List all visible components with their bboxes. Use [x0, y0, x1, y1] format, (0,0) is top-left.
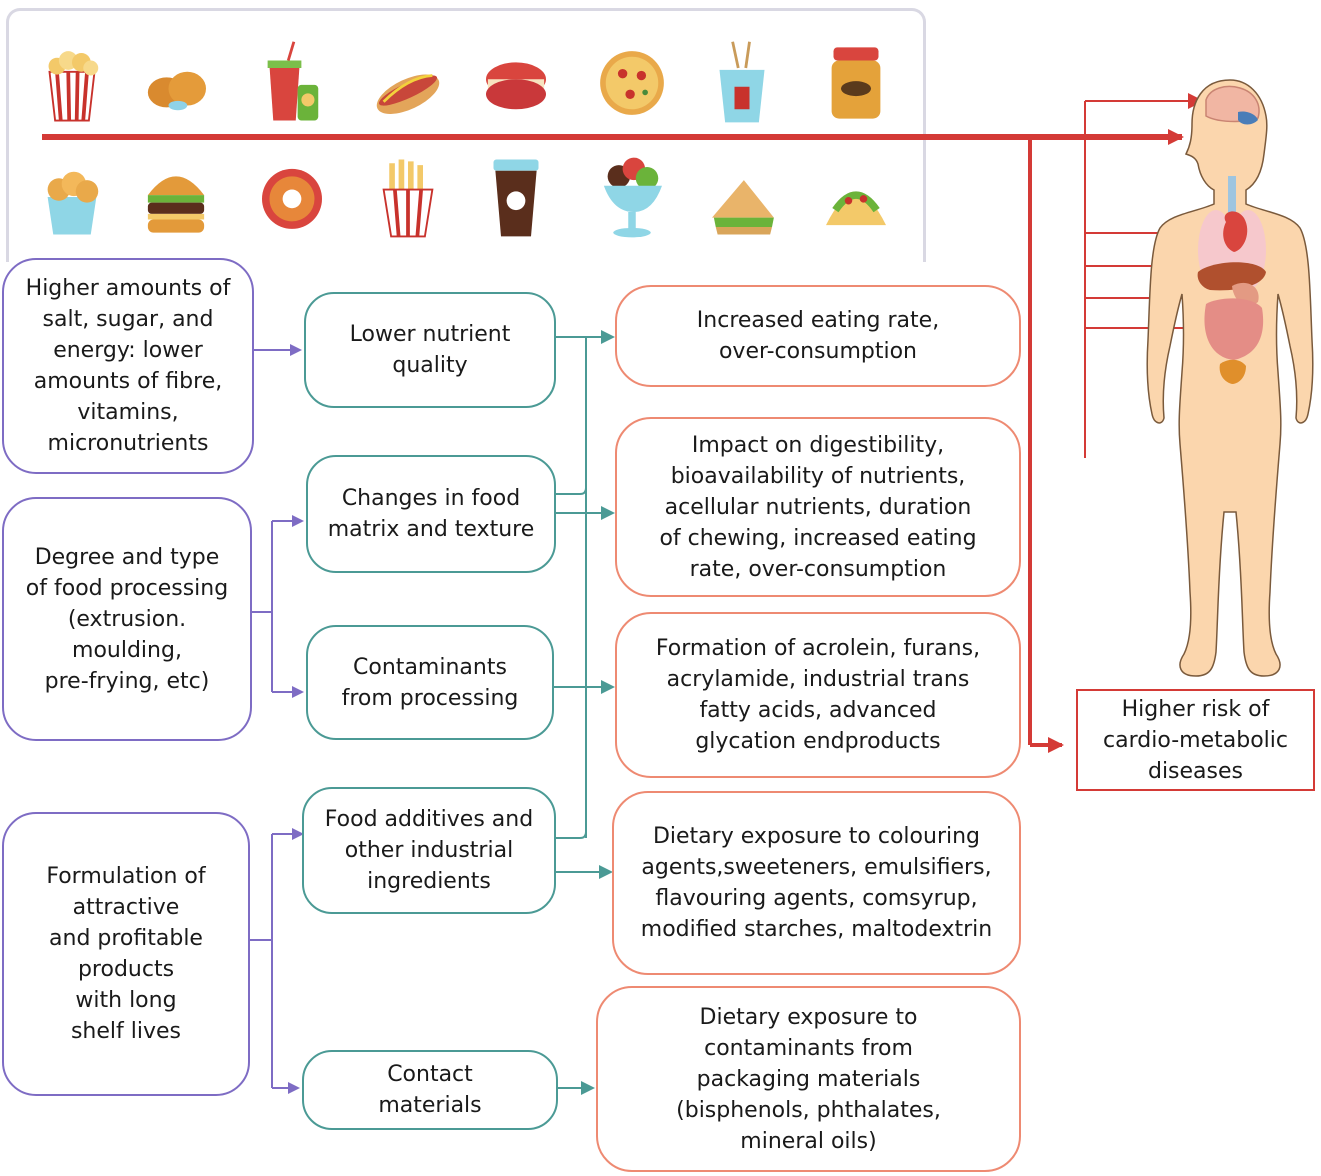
outcome-arrows [42, 93, 1234, 753]
effect-text: Dietary exposure to colouring agents,swe… [640, 824, 993, 942]
mechanism-box-contact-materials: Contact materials [302, 1050, 558, 1130]
cause-box-processing: Degree and type of food processing (extr… [2, 497, 252, 741]
fried-chicken-icon [138, 38, 214, 128]
mechanism-box-additives: Food additives and other industrial ingr… [302, 787, 556, 914]
mechanism-text: Food additives and other industrial ingr… [324, 807, 534, 894]
cause-arrows [250, 344, 304, 1094]
effect-box-additive-exposure: Dietary exposure to colouring agents,swe… [612, 791, 1021, 975]
effect-text: Increased eating rate, over-consumption [696, 308, 940, 364]
cause-text: Higher amounts of salt, sugar, and energ… [25, 276, 231, 456]
cause-text: Formulation of attractive and profitable… [46, 864, 206, 1044]
effect-box-eating-rate: Increased eating rate, over-consumption [615, 285, 1021, 387]
mechanism-box-nutrient-quality: Lower nutrient quality [304, 292, 556, 408]
sandwich-icon [704, 152, 780, 242]
ice-cream-sundae-icon [594, 152, 670, 242]
cause-box-nutrients: Higher amounts of salt, sugar, and energ… [2, 258, 254, 474]
donut-icon [254, 152, 330, 242]
mechanism-text: Lower nutrient quality [349, 322, 511, 378]
coffee-cup-icon [478, 152, 554, 242]
chicken-nuggets-icon [34, 152, 110, 242]
macaron-icon [478, 38, 554, 128]
burger-icon [138, 152, 214, 242]
outcome-text: Higher risk of cardio-metabolic diseases [1103, 696, 1288, 784]
taco-icon [818, 152, 894, 242]
effect-text: Dietary exposure to contaminants from pa… [676, 1004, 941, 1154]
effect-text: Formation of acrolein, furans, acrylamid… [655, 636, 981, 754]
outcome-box: Higher risk of cardio-metabolic diseases [1076, 689, 1315, 791]
cause-box-formulation: Formulation of attractive and profitable… [2, 812, 250, 1096]
french-fries-icon [370, 152, 446, 242]
effect-box-acrolein: Formation of acrolein, furans, acrylamid… [615, 612, 1021, 778]
soda-cup-icon [254, 38, 330, 128]
effect-box-digestibility: Impact on digestibility, bioavailability… [615, 417, 1021, 597]
mechanism-join-2 [556, 487, 587, 495]
takeout-box-icon [704, 38, 780, 128]
mechanism-text: Contaminants from processing [341, 654, 519, 711]
hot-dog-icon [370, 38, 446, 128]
spread-jar-icon [818, 38, 894, 128]
popcorn-icon [34, 38, 110, 128]
mechanism-box-processing-contaminants: Contaminants from processing [306, 625, 554, 740]
mechanism-box-food-matrix: Changes in food matrix and texture [306, 455, 556, 573]
effect-text: Impact on digestibility, bioavailability… [659, 432, 977, 582]
pizza-icon [594, 38, 670, 128]
effect-box-packaging-exposure: Dietary exposure to contaminants from pa… [596, 986, 1021, 1172]
mechanism-arrows [554, 330, 615, 1095]
mechanism-text: Changes in food matrix and texture [327, 486, 535, 542]
mechanism-join-4 [556, 831, 587, 839]
cause-text: Degree and type of food processing (extr… [25, 544, 229, 694]
mechanism-text: Contact materials [378, 1062, 482, 1118]
human-body-organs-icon [1146, 79, 1314, 677]
